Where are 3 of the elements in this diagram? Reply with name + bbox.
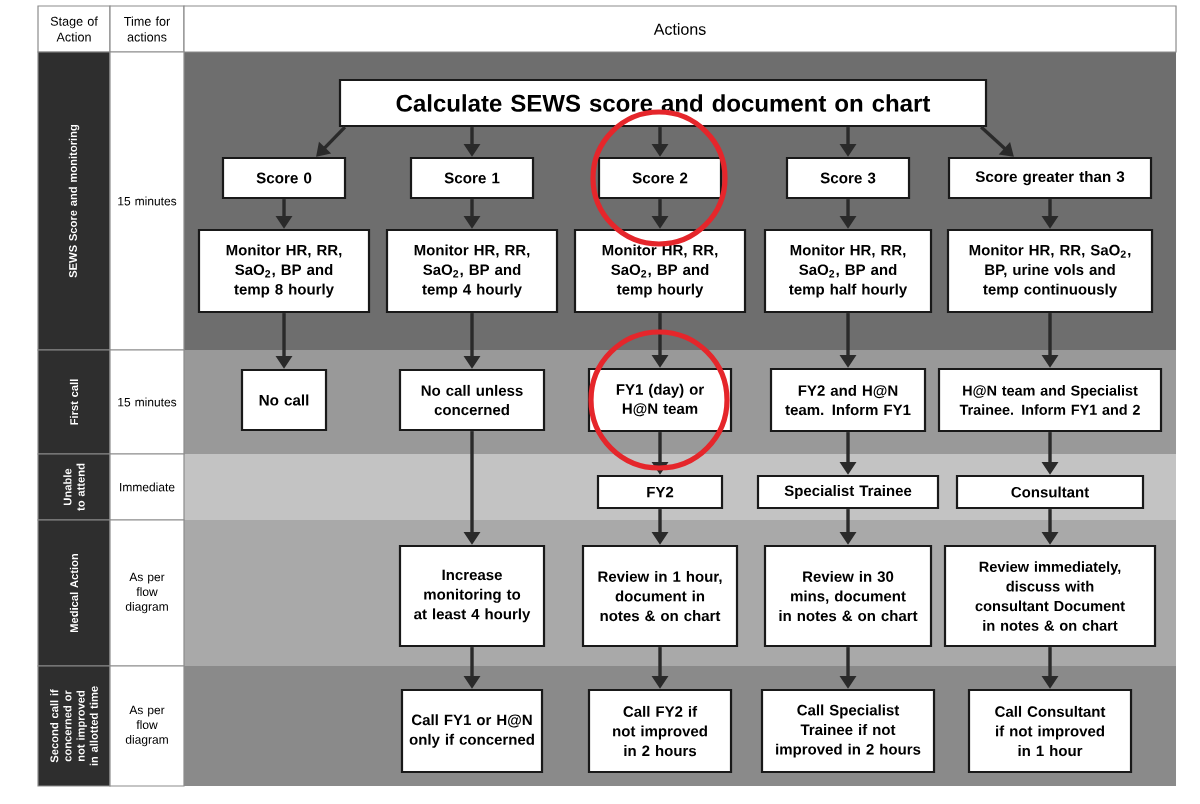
arrow <box>979 125 1014 157</box>
process-box: Calculate SEWS score and document on chart <box>338 78 988 128</box>
arrow <box>316 125 347 157</box>
